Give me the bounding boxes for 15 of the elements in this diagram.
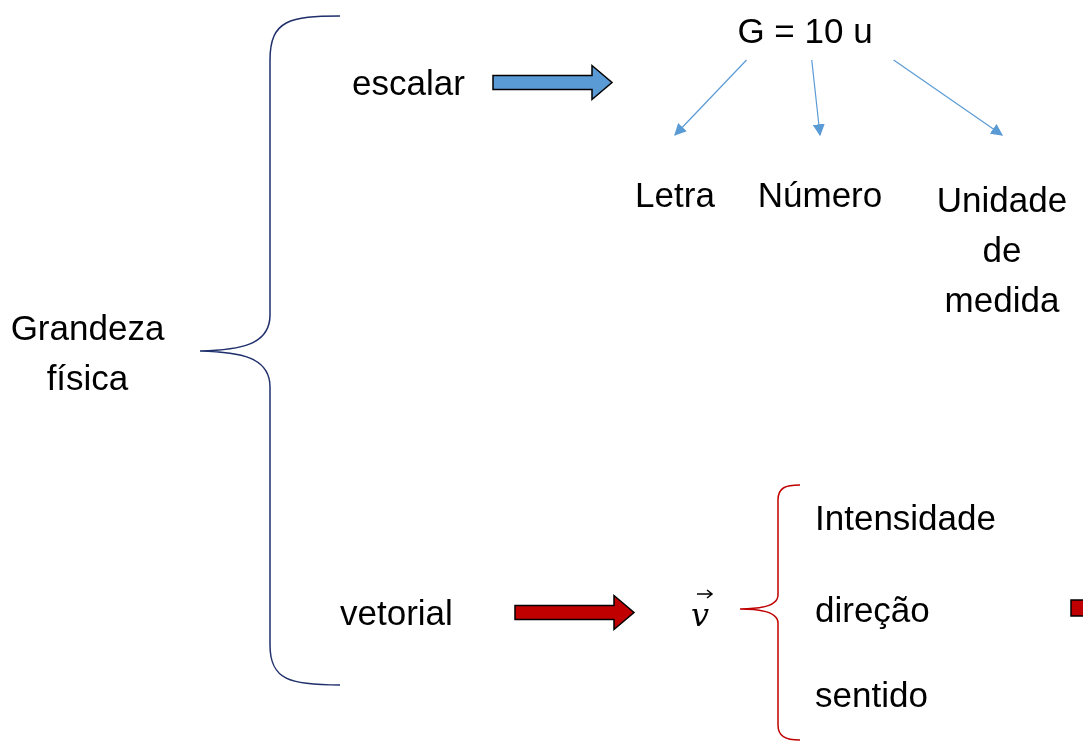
arrow (811, 59, 825, 137)
arrow (893, 59, 1003, 136)
node-label: G = 10 u (737, 10, 873, 52)
node-label: Letra (635, 174, 715, 216)
node-label: escalar (352, 61, 465, 104)
node-label: Grandeza física (9, 307, 166, 399)
node-label: direção (815, 588, 930, 631)
node-label: Intensidade (815, 496, 996, 539)
block-arrow (514, 593, 636, 632)
node-label: Número (757, 174, 883, 216)
arrow (674, 59, 748, 136)
node-label: Unidade de medida (935, 179, 1069, 321)
block-arrow (492, 63, 614, 102)
node-label: sentido (815, 673, 928, 716)
node-label: vetorial (340, 591, 453, 634)
